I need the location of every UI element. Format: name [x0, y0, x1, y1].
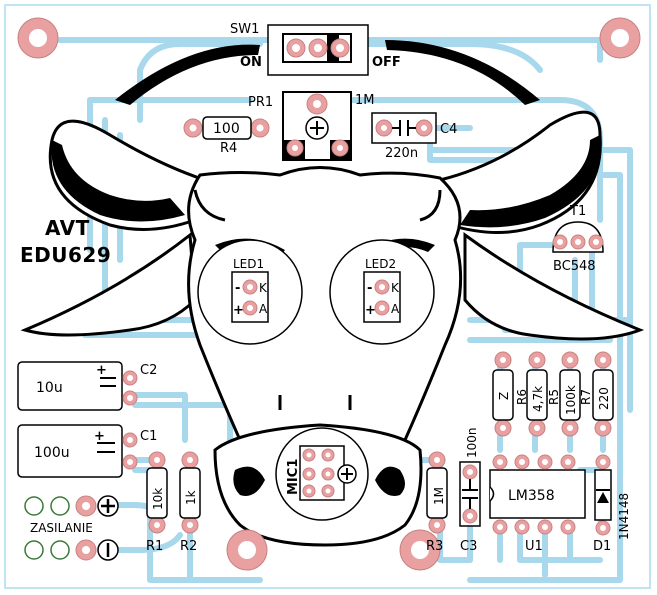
resistor-r7[interactable]: 220 R7: [579, 351, 614, 437]
d1-ref-label: D1: [593, 539, 611, 554]
c2-ref-label: C2: [140, 363, 157, 378]
c1-plus-mark: +: [94, 429, 105, 444]
resistor-rz[interactable]: Z: [492, 351, 514, 437]
c3-ref-label: C3: [460, 539, 477, 554]
pr1-value-label: 1M: [355, 93, 375, 108]
r2-value-label: 1k: [184, 490, 198, 505]
r6-ref-label: R6: [515, 389, 529, 405]
sw1-off-label: OFF: [372, 55, 401, 70]
led-led2[interactable]: LED2 - + K A: [329, 239, 435, 345]
r4-ref-label: R4: [220, 141, 237, 156]
led-led1[interactable]: LED1 - + K A: [197, 239, 303, 345]
pr1-ref-label: PR1: [248, 95, 273, 110]
led1-k-label: K: [259, 281, 268, 295]
c4-ref-label: C4: [440, 122, 457, 137]
mic1-ref-label: MIC1: [286, 459, 301, 495]
c1-ref-label: C1: [140, 429, 157, 444]
led2-minus-label: -: [367, 281, 372, 296]
capacitor-c2[interactable]: 10u + C2: [17, 361, 157, 411]
resistor-r3[interactable]: 1M R3: [426, 451, 448, 554]
d1-value-label: 1N4148: [617, 493, 631, 540]
t1-value-label: BC548: [553, 259, 596, 274]
led1-a-label: A: [259, 302, 268, 316]
resistor-r4[interactable]: 100 R4: [183, 116, 270, 156]
r2-ref-label: R2: [180, 539, 197, 554]
sw1-ref-label: SW1: [230, 22, 259, 37]
power-label: ZASILANIE: [30, 521, 93, 535]
power-connector[interactable]: ZASILANIE: [24, 495, 119, 561]
r1-ref-label: R1: [146, 539, 163, 554]
board-title-line2: EDU629: [20, 243, 111, 267]
led2-a-label: A: [391, 302, 400, 316]
led1-minus-label: -: [235, 281, 240, 296]
r6-value-label: 4,7k: [531, 386, 545, 412]
u1-value-label: LM358: [508, 488, 555, 504]
c2-value-label: 10u: [36, 380, 63, 396]
r5-ref-label: R5: [547, 389, 561, 405]
r7-ref-label: R7: [579, 389, 593, 405]
sw1-on-label: ON: [240, 55, 262, 70]
t1-ref-label: T1: [569, 204, 586, 219]
resistor-r2[interactable]: 1k R2: [179, 451, 201, 554]
c1-value-label: 100u: [34, 445, 70, 461]
u1-ref-label: U1: [525, 539, 543, 554]
capacitor-c1[interactable]: 100u + C1: [17, 424, 157, 478]
c3-value-label: 100n: [465, 427, 479, 458]
microphone-mic1[interactable]: MIC1: [275, 427, 369, 521]
led2-k-label: K: [391, 281, 400, 295]
capacitor-c4[interactable]: C4 220n: [371, 112, 457, 161]
transistor-t1[interactable]: T1 BC548: [552, 204, 604, 274]
r5-value-label: 100k: [564, 385, 578, 415]
ic-u1[interactable]: LM358 U1: [489, 454, 586, 554]
led1-plus-label: +: [233, 303, 244, 318]
resistor-r6[interactable]: 4,7k R6: [515, 351, 548, 437]
resistor-r5[interactable]: 100k R5: [547, 351, 581, 437]
resistor-r1[interactable]: 10k R1: [146, 451, 168, 554]
diode-d1[interactable]: 1N4148 D1: [593, 454, 631, 554]
r7-value-label: 220: [597, 387, 611, 410]
r1-value-label: 10k: [151, 488, 165, 510]
capacitor-c3[interactable]: 100n C3: [459, 427, 481, 554]
switch-sw1[interactable]: SW1 ON OFF: [230, 22, 401, 76]
r3-ref-label: R3: [426, 539, 443, 554]
board-title-line1: AVT: [45, 216, 90, 240]
r4-value-label: 100: [213, 121, 240, 137]
rz-value-label: Z: [497, 392, 511, 400]
c2-plus-mark: +: [96, 363, 107, 378]
led2-plus-label: +: [365, 303, 376, 318]
r3-value-label: 1M: [432, 487, 446, 505]
led1-ref-label: LED1: [233, 257, 264, 271]
c4-value-label: 220n: [385, 146, 418, 161]
potentiometer-pr1[interactable]: PR1 1M: [248, 91, 375, 161]
mounting-holes: [17, 17, 641, 571]
led2-ref-label: LED2: [365, 257, 396, 271]
